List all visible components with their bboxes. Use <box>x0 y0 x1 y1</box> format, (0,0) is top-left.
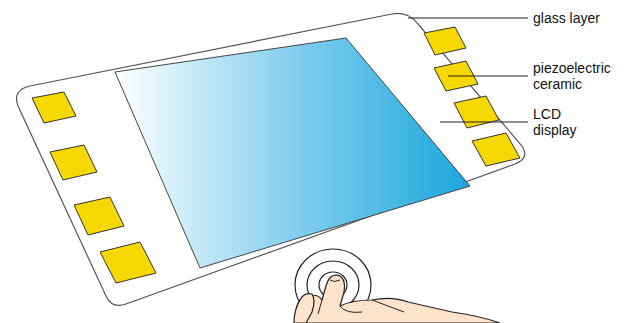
hand-folds <box>318 280 404 314</box>
leader-lines <box>408 18 528 122</box>
glass-layer <box>17 13 525 305</box>
part-label: LCD display <box>533 106 595 138</box>
lcd-display <box>115 38 470 268</box>
hand <box>296 275 500 323</box>
thumb <box>294 294 314 323</box>
part-label: glass layer <box>533 10 633 26</box>
part-label: piezoelectric ceramic <box>533 60 633 92</box>
piezo-squares <box>32 27 520 283</box>
